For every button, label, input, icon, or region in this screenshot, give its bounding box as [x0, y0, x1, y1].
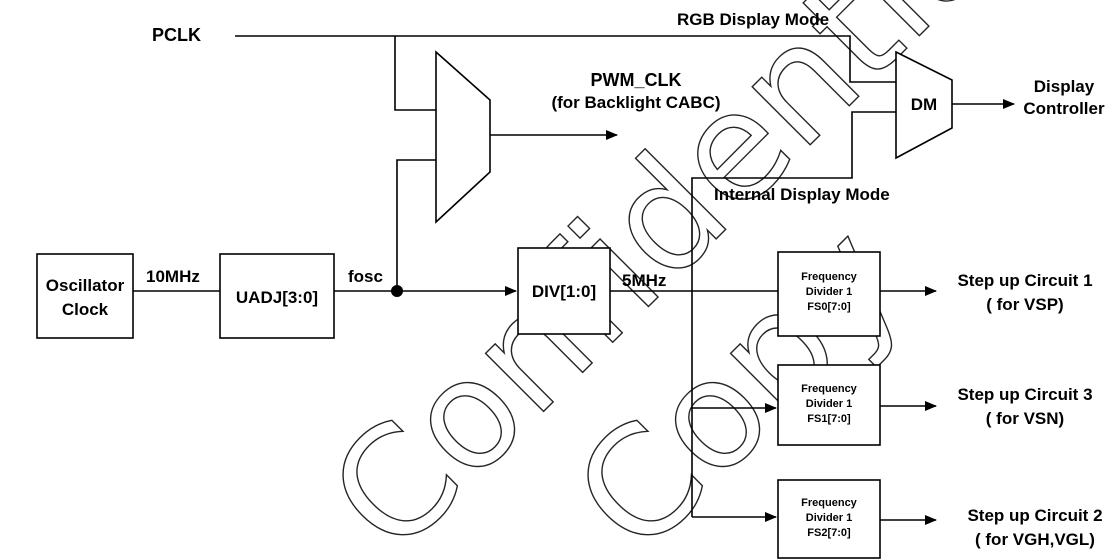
fd1-line1: Frequency: [801, 271, 858, 283]
fd3-line1: Frequency: [801, 497, 858, 509]
pwm-clk-note: (for Backlight CABC): [551, 93, 720, 112]
freq-divider-fs0: Frequency Divider 1 FS0[7:0]: [777, 251, 881, 337]
uadj-label: UADJ[3:0]: [236, 288, 318, 307]
wire-internal-trunk: [691, 111, 896, 517]
fd3-line2: Divider 1: [806, 512, 852, 524]
fd1-line2: Divider 1: [806, 286, 852, 298]
display-controller-line1: Display: [1034, 77, 1095, 96]
fd2-line3: FS1[7:0]: [807, 413, 851, 425]
pwm-mux: [435, 50, 491, 224]
dm-mux: DM: [895, 50, 953, 160]
vsp-output-line1: Step up Circuit 1: [957, 271, 1092, 290]
freq-5mhz-label: 5MHz: [622, 271, 666, 290]
oscillator-label-line2: Clock: [62, 300, 109, 319]
oscillator-block: Oscillator Clock: [36, 253, 134, 339]
vsn-output-line1: Step up Circuit 3: [957, 385, 1092, 404]
rgb-mode-label: RGB Display Mode: [677, 10, 829, 29]
div-label: DIV[1:0]: [532, 282, 596, 301]
fosc-junction-dot: [391, 285, 403, 297]
dm-label: DM: [911, 95, 937, 114]
pwm-clk-label: PWM_CLK: [591, 70, 682, 90]
oscillator-label-line1: Oscillator: [46, 276, 125, 295]
vgh-output-line2: ( for VGH,VGL): [975, 530, 1095, 549]
fd3-line3: FS2[7:0]: [807, 527, 851, 539]
fd2-line1: Frequency: [801, 383, 858, 395]
freq-divider-fs1: Frequency Divider 1 FS1[7:0]: [777, 364, 881, 446]
wire-fosc-to-mux: [396, 159, 436, 291]
fosc-label: fosc: [348, 267, 383, 286]
vsp-output-line2: ( for VSP): [986, 295, 1063, 314]
wire-pclk-to-mux: [394, 36, 436, 111]
pclk-label: PCLK: [152, 25, 201, 45]
internal-mode-label: Internal Display Mode: [714, 185, 890, 204]
freq-10mhz-label: 10MHz: [146, 267, 200, 286]
output-labels: Display Controller Step up Circuit 1 ( f…: [957, 77, 1105, 549]
uadj-block: UADJ[3:0]: [219, 253, 335, 339]
wire-pclk-bus: [235, 35, 896, 83]
div-block: DIV[1:0]: [517, 247, 611, 335]
fd1-line3: FS0[7:0]: [807, 301, 851, 313]
signal-labels: PCLK RGB Display Mode PWM_CLK (for Backl…: [146, 10, 890, 290]
vsn-output-line2: ( for VSN): [986, 409, 1064, 428]
freq-divider-fs2: Frequency Divider 1 FS2[7:0]: [777, 479, 881, 559]
fd2-line2: Divider 1: [806, 398, 852, 410]
wires: [133, 35, 1015, 525]
display-controller-line2: Controller: [1023, 99, 1105, 118]
vgh-output-line1: Step up Circuit 2: [967, 506, 1102, 525]
